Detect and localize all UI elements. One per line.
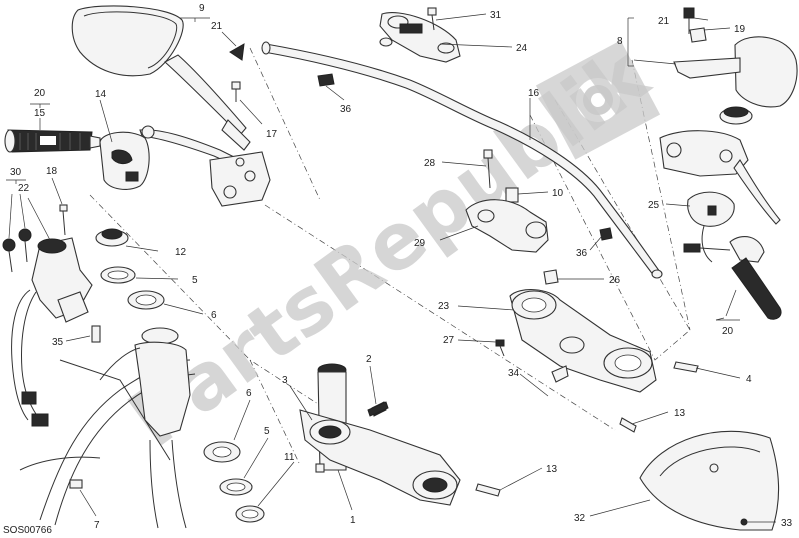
callout-5-upper: 5 (192, 275, 198, 286)
callout-7: 7 (94, 520, 100, 531)
right-mirror (673, 7, 798, 108)
mirror-screw (229, 43, 245, 102)
left-mirror (71, 5, 251, 151)
callout-30: 30 (10, 167, 22, 178)
callout-5-lower: 5 (264, 426, 270, 437)
handlebar-clamp-assembly (465, 149, 549, 253)
ignition-keys (2, 228, 32, 273)
bushing-35 (91, 325, 101, 343)
gear-icon (535, 40, 661, 160)
handlebar (261, 41, 663, 279)
callout-31: 31 (490, 10, 502, 21)
bolt-13-lower (475, 483, 501, 497)
callout-36-right: 36 (576, 248, 588, 259)
callout-13-lower: 13 (546, 464, 558, 475)
callout-labels: 9 21 17 20 15 14 30 22 18 12 5 6 35 3 2 … (10, 3, 793, 531)
lower-bearing-stack (203, 441, 265, 523)
bolt-27 (495, 339, 505, 357)
left-grip (4, 129, 101, 153)
right-brake-master (659, 106, 781, 225)
callout-23: 23 (438, 301, 450, 312)
callout-27: 27 (443, 335, 455, 346)
ignition-switch (11, 237, 93, 427)
callout-24: 24 (516, 43, 528, 54)
callout-18: 18 (46, 166, 58, 177)
callout-20-right: 20 (722, 326, 734, 337)
callout-9: 9 (199, 3, 205, 14)
left-brake-lever (139, 125, 271, 207)
callout-11: 11 (284, 452, 295, 463)
callout-13-upper: 13 (674, 408, 686, 419)
right-grip (683, 236, 782, 320)
clip-36-top (317, 73, 335, 87)
callout-10: 10 (552, 188, 564, 199)
leader-lines (6, 13, 776, 523)
callout-20-left: 20 (34, 88, 46, 99)
callout-2: 2 (366, 354, 372, 365)
callout-25: 25 (648, 200, 660, 211)
callout-33: 33 (781, 518, 793, 529)
callout-6-upper: 6 (211, 310, 217, 321)
handlebar-riser (379, 7, 461, 63)
callout-26: 26 (609, 275, 621, 286)
callout-12: 12 (175, 247, 187, 258)
bolt-4 (673, 361, 699, 373)
callout-19: 19 (734, 24, 746, 35)
callout-14: 14 (95, 89, 107, 100)
right-switch-housing (687, 191, 735, 263)
callout-35: 35 (52, 337, 64, 348)
callout-36-top: 36 (340, 104, 352, 115)
callout-8: 8 (617, 36, 623, 47)
upper-triple-clamp (509, 289, 657, 393)
callout-28: 28 (424, 158, 436, 169)
left-switch-housing (99, 131, 150, 190)
bolt-13-upper (619, 417, 637, 433)
frame (19, 341, 196, 529)
nut-26 (543, 269, 559, 285)
steering-bearing-stack (95, 228, 179, 345)
headlight-cover (639, 430, 780, 531)
callout-34: 34 (508, 368, 520, 379)
bolt-2 (367, 401, 389, 417)
callout-17: 17 (266, 129, 278, 140)
callout-21-left: 21 (211, 21, 223, 32)
callout-6-lower: 6 (246, 388, 252, 399)
clip-36-right (599, 227, 613, 241)
steering-stem (299, 363, 461, 506)
callout-4: 4 (746, 374, 752, 385)
callout-21-right: 21 (658, 16, 670, 27)
callout-29: 29 (414, 238, 426, 249)
callout-15: 15 (34, 108, 46, 119)
bolt-18 (59, 204, 68, 236)
diagram-code: SOS00766 (3, 525, 52, 536)
callout-16: 16 (528, 88, 540, 99)
callout-1: 1 (350, 515, 356, 526)
callout-32: 32 (574, 513, 586, 524)
callout-3: 3 (282, 375, 288, 386)
callout-22: 22 (18, 183, 30, 194)
